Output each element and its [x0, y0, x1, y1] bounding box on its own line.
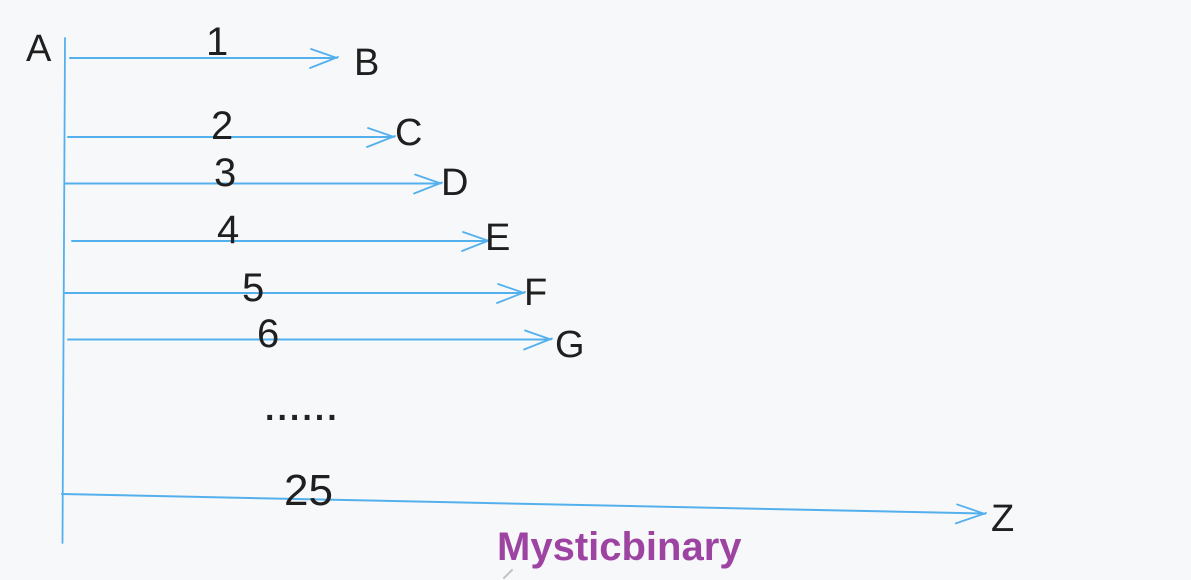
node-label-d: D	[441, 162, 469, 204]
edge-number-2: 2	[211, 104, 234, 148]
arrowhead-3-icon	[413, 173, 443, 195]
arrow-3	[64, 173, 443, 195]
node-label-c: C	[395, 112, 423, 154]
node-label-b: B	[354, 42, 380, 84]
node-label-e: E	[485, 217, 511, 259]
node-label-f: F	[524, 272, 548, 314]
edge-number-3: 3	[214, 151, 237, 195]
arrowhead-4-icon	[461, 231, 491, 252]
node-label-z: Z	[991, 498, 1015, 540]
arrow-1	[69, 48, 339, 69]
arrowhead-25-icon	[954, 503, 987, 525]
vertical-axis-line	[61, 37, 66, 544]
arrow-5	[64, 283, 526, 304]
arrow-4	[71, 231, 491, 252]
edge-number-1: 1	[206, 20, 229, 64]
arrowhead-1-icon	[309, 48, 339, 69]
arrowhead-2-icon	[366, 127, 396, 148]
node-label-a: A	[26, 28, 52, 70]
node-label-g: G	[555, 324, 585, 366]
edge-number-5: 5	[242, 266, 265, 310]
ellipsis-label: ......	[265, 390, 340, 428]
watermark: Mysticbinary	[497, 525, 742, 569]
arrow-25	[61, 493, 987, 525]
edge-number-4: 4	[217, 208, 240, 252]
stray-mark	[503, 569, 513, 579]
arrowhead-5-icon	[496, 283, 526, 304]
arrow-2	[67, 127, 396, 148]
arrow-6	[67, 329, 553, 351]
edge-number-6: 6	[257, 312, 280, 356]
edge-number-25: 25	[284, 466, 333, 515]
arrowhead-6-icon	[523, 329, 553, 351]
